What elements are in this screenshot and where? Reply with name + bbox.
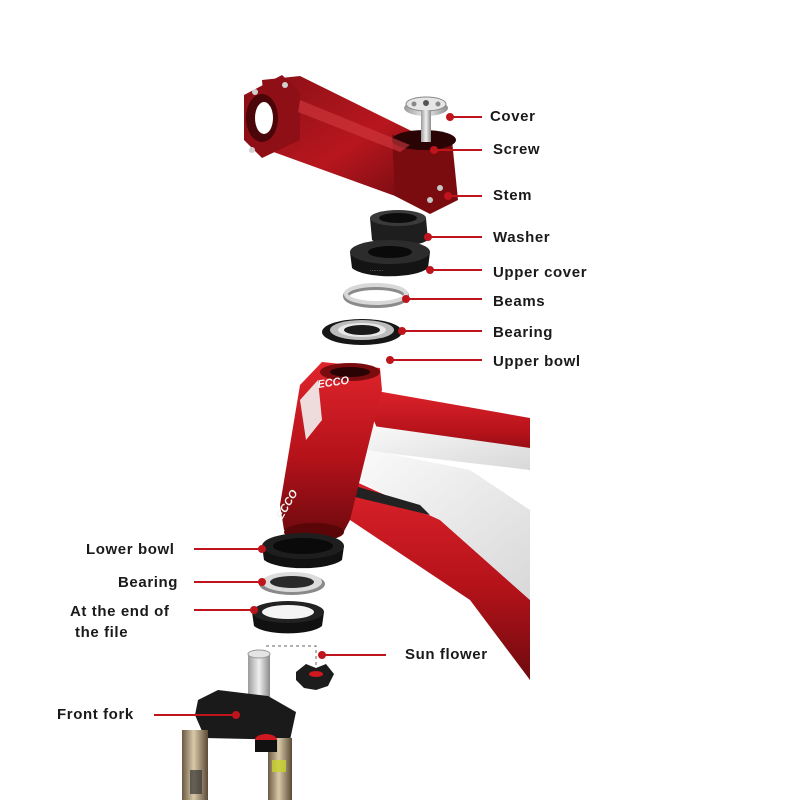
lower-bowl-part — [262, 533, 344, 569]
label-end-of-file-line1: At the end of — [70, 603, 170, 620]
label-upper-cover: Upper cover — [493, 264, 588, 281]
lower-bearing-part — [259, 572, 325, 595]
washer-part — [370, 210, 428, 246]
stem-part — [244, 75, 458, 214]
label-end-of-file-line2: the file — [75, 624, 129, 641]
cover-part — [404, 96, 448, 116]
frame-brand-top: ECCO — [317, 375, 351, 391]
leader-lines — [154, 113, 482, 719]
bike-frame — [280, 362, 530, 680]
front-fork-part — [182, 645, 317, 800]
crown-race-part — [252, 601, 324, 634]
label-washer: Washer — [493, 229, 551, 246]
label-cover: Cover — [490, 108, 536, 125]
label-bearing-upper: Bearing — [493, 324, 554, 341]
label-screw: Screw — [493, 141, 541, 158]
upper-cover-part: ········ — [350, 240, 430, 277]
upper-bearing-part — [322, 319, 402, 345]
label-front-fork: Front fork — [57, 706, 134, 723]
label-bearing-lower: Bearing — [118, 574, 179, 591]
beams-part — [343, 283, 409, 308]
svg-text:········: ········ — [370, 268, 384, 274]
label-upper-bowl: Upper bowl — [493, 353, 581, 370]
label-sun-flower: Sun flower — [405, 646, 488, 663]
screw-part — [421, 110, 431, 142]
label-lower-bowl: Lower bowl — [86, 541, 175, 558]
label-stem: Stem — [493, 187, 533, 204]
label-beams: Beams — [493, 293, 546, 310]
sun-flower-part — [296, 664, 334, 690]
